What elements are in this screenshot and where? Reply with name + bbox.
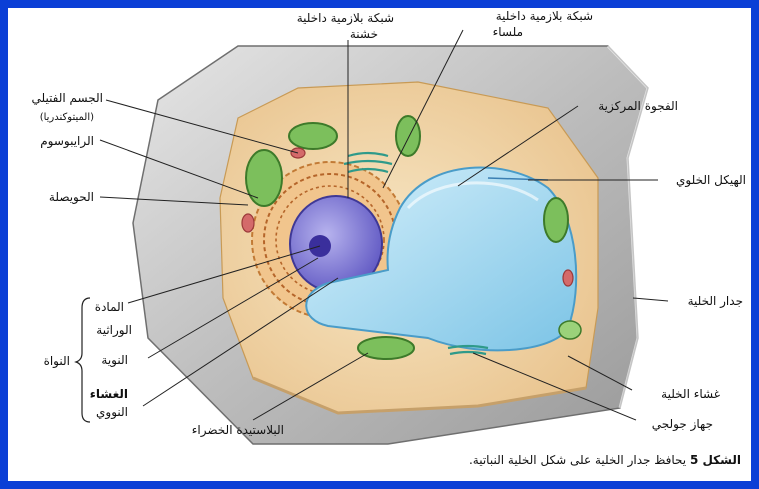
- label-cytoskeleton: الهيكل الخلوي: [676, 173, 746, 188]
- label-rough-er-2: خشنة: [350, 27, 378, 41]
- label-rough-er-1: شبكة بلازمية داخلية: [297, 11, 394, 26]
- plant-cell-diagram: شبكة بلازمية داخلية خشنة شبكة بلازمية دا…: [8, 8, 751, 481]
- label-chromatin-2: الوراثية: [96, 323, 132, 338]
- label-smooth-er-2: ملساء: [493, 25, 523, 39]
- caption-figure-number: الشكل 5: [690, 453, 741, 467]
- caption-text: يحافظ جدار الخلية على شكل الخلية النباتي…: [469, 453, 686, 467]
- label-golgi: جهاز جولجي: [652, 417, 713, 432]
- label-envelope-1: الغشاء: [90, 387, 128, 401]
- label-mitochondria-2: (الميتوكندريا): [40, 112, 94, 123]
- label-cell-membrane: غشاء الخلية: [661, 387, 720, 401]
- label-chloroplast: البلاستيدة الخضراء: [192, 423, 284, 438]
- label-ribosome: الرايبوسوم: [40, 134, 94, 149]
- label-chromatin-1: المادة: [95, 300, 124, 314]
- label-vesicle: الحويصلة: [49, 190, 94, 205]
- figure-frame: شبكة بلازمية داخلية خشنة شبكة بلازمية دا…: [8, 8, 751, 481]
- figure-caption: الشكل 5 يحافظ جدار الخلية على شكل الخلية…: [469, 453, 741, 467]
- label-vacuole: الفجوة المركزية: [598, 99, 678, 114]
- label-envelope-2: النووي: [96, 405, 128, 420]
- label-mitochondria-1: الجسم الفتيلي: [31, 91, 103, 105]
- label-smooth-er-1: شبكة بلازمية داخلية: [496, 9, 593, 24]
- nucleus-bracket: [76, 298, 90, 422]
- label-cell-wall: جدار الخلية: [688, 294, 743, 309]
- label-nucleolus: النوية: [101, 353, 128, 368]
- label-nucleus: النواة: [44, 354, 70, 369]
